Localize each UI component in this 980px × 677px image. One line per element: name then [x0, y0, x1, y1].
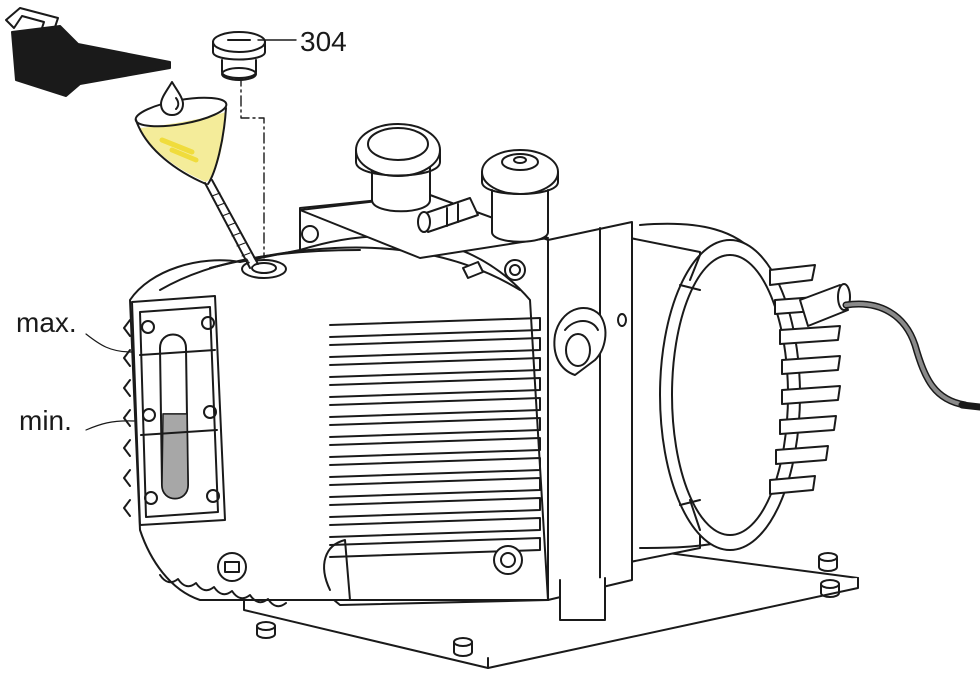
plug-leader-line: [240, 75, 265, 259]
funnel: [134, 96, 259, 269]
level-min-label: min.: [19, 405, 72, 436]
pump-body: [123, 194, 549, 608]
min-leader: [85, 420, 135, 431]
oil-drop: [160, 81, 184, 116]
oil-fill-port: [241, 259, 287, 279]
motor: [599, 222, 851, 569]
oil-sight-glass: [131, 295, 226, 526]
max-leader: [85, 333, 133, 353]
pump-top: [299, 123, 559, 259]
oil-level: [161, 413, 189, 500]
level-max-label: max.: [16, 307, 77, 338]
power-cable: [842, 300, 980, 411]
filler-plug: [212, 31, 266, 81]
mounting-bracket: [547, 221, 633, 621]
part-number-label: 304: [300, 26, 347, 57]
oil-can: [5, 7, 171, 97]
